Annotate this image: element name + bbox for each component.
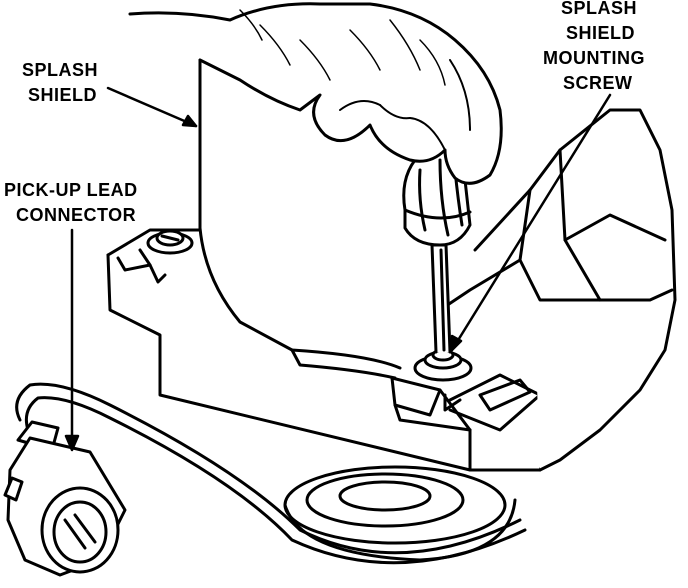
mounting-screw-arrowhead [450, 334, 463, 352]
callout-splash-shield: SPLASH SHIELD [22, 60, 98, 105]
mounting-screw [413, 348, 473, 382]
mounting-screw-label-line4: SCREW [563, 73, 633, 93]
mounting-screw-label-line2: SHIELD [566, 23, 635, 43]
splash-shield-leader [106, 86, 198, 128]
technician-hand [128, 2, 503, 185]
splash-shield-label-line2: SHIELD [28, 85, 97, 105]
pickup-connector-label-line2: CONNECTOR [16, 205, 136, 225]
pickup-connector-label-line1: PICK-UP LEAD [4, 180, 138, 200]
callout-mounting-screw: SPLASH SHIELD MOUNTING SCREW [543, 0, 645, 93]
mounting-screw-leader [450, 93, 612, 352]
splash-shield-label-line1: SPLASH [22, 60, 98, 80]
pickup-lead-connector [3, 420, 127, 577]
leader-lines [64, 86, 612, 452]
distributor-base [283, 465, 517, 562]
distributor-housing [106, 108, 677, 472]
mounting-screw-label-line1: SPLASH [561, 0, 637, 18]
pickup-lead-wire [15, 382, 527, 565]
mounting-screw-label-line3: MOUNTING [543, 48, 645, 68]
pickup-connector-arrowhead [64, 434, 80, 452]
splash-shield [198, 28, 402, 380]
splash-shield-arrowhead [181, 114, 198, 128]
callout-pickup-connector: PICK-UP LEAD CONNECTOR [4, 180, 138, 225]
